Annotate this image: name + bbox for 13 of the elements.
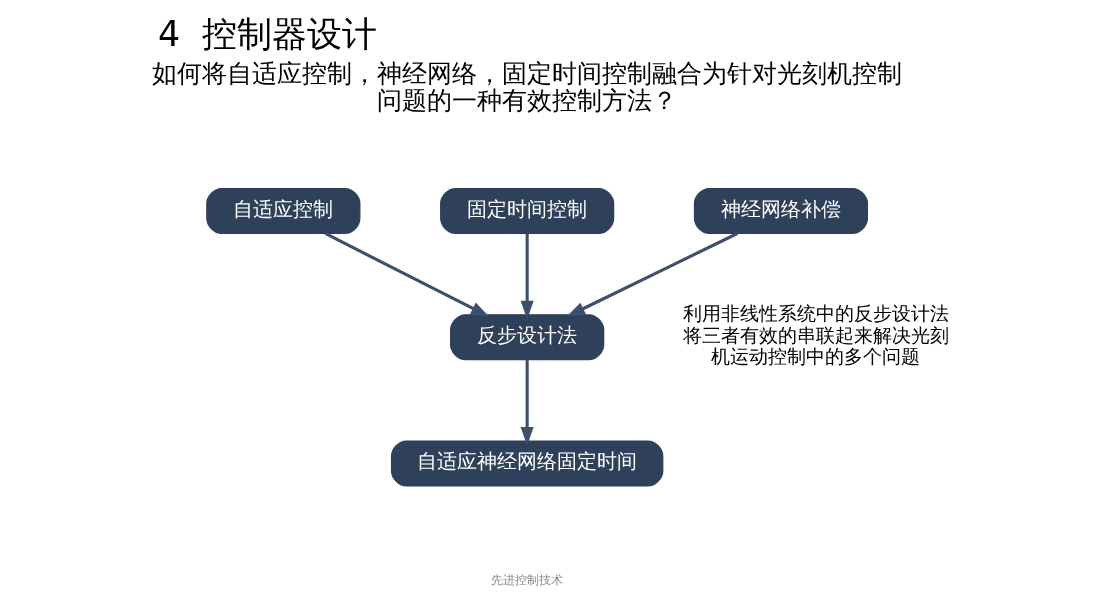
node-box: 自适应控制 xyxy=(206,187,361,234)
node-box: 自适应神经网络固定时间 xyxy=(390,440,664,487)
arrow xyxy=(520,233,534,320)
node-box: 固定时间控制 xyxy=(440,187,615,234)
node-box: 反步设计法 xyxy=(450,314,605,361)
label: 如何将自适应控制，神经网络，固定时间控制融合为针对光刻机控制问题的一种有效控制方法？ xyxy=(152,58,903,115)
node-box: 神经网络补偿 xyxy=(693,187,869,234)
arrow xyxy=(520,360,534,446)
label: 先进控制技术 xyxy=(491,571,564,587)
diagram-title: 4 控制器设计 xyxy=(158,14,378,55)
label: 利用非线性系统中的反步设计法将三者有效的串联起来解决光刻机运动控制中的多个问题 xyxy=(682,303,949,367)
arrow xyxy=(324,232,490,317)
arrow xyxy=(566,232,738,317)
